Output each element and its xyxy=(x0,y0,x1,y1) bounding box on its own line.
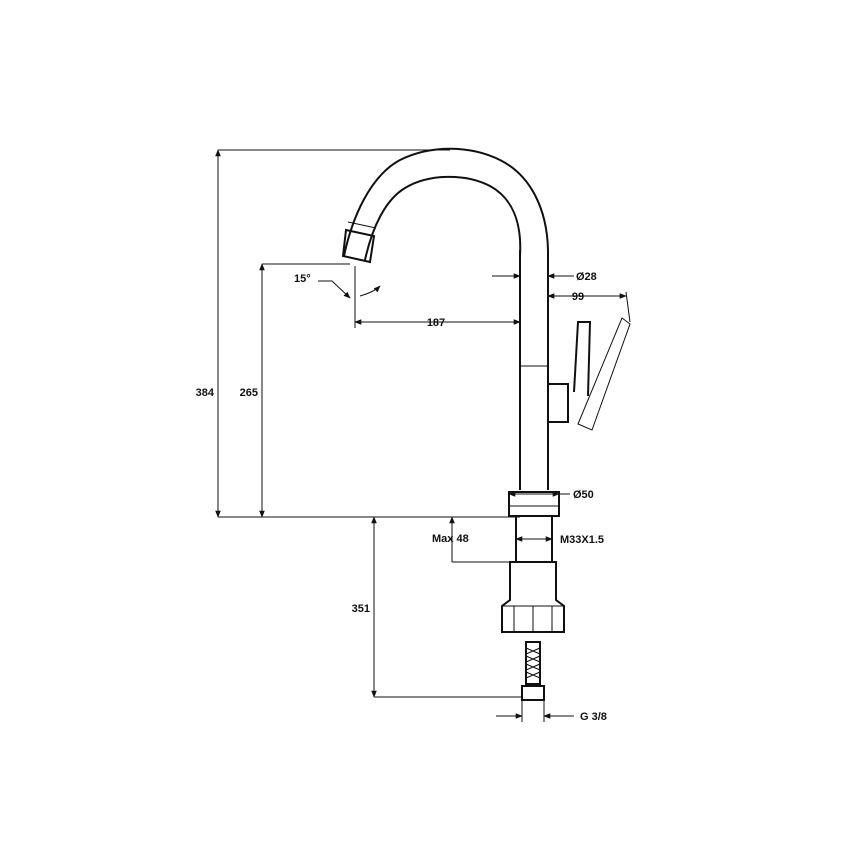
spout-inner xyxy=(364,175,522,261)
braided-hose xyxy=(525,641,541,685)
spout-outer xyxy=(343,147,549,257)
label-thread: M33X1.5 xyxy=(560,534,604,546)
label-spout-height: 265 xyxy=(240,387,258,399)
label-spout-angle: 15° xyxy=(294,273,311,285)
label-hose-length: 351 xyxy=(352,603,370,615)
label-tube-diameter: Ø28 xyxy=(576,271,597,283)
label-base-diameter: Ø50 xyxy=(573,489,594,501)
label-hose-connection: G 3/8 xyxy=(580,711,607,723)
dim-angle-leader xyxy=(318,280,351,299)
spout-nozzle xyxy=(341,228,376,264)
nozzle-band xyxy=(347,221,377,229)
dimension-lines xyxy=(215,149,631,722)
handle-lever-alt xyxy=(577,317,631,431)
handle xyxy=(548,383,569,423)
dimension-labels: 384 265 187 15° Ø28 99 Ø50 Max 48 M33X1.… xyxy=(196,271,607,723)
hose-fitting xyxy=(521,685,545,701)
label-spout-reach: 187 xyxy=(427,317,445,329)
faucet-outline xyxy=(341,147,631,701)
label-handle-width: 99 xyxy=(572,291,584,303)
mounting-nut xyxy=(501,561,565,633)
label-max-deck: Max 48 xyxy=(432,533,469,545)
base-ring xyxy=(508,491,560,517)
label-overall-height: 384 xyxy=(196,387,215,399)
handle-lever xyxy=(573,321,592,397)
